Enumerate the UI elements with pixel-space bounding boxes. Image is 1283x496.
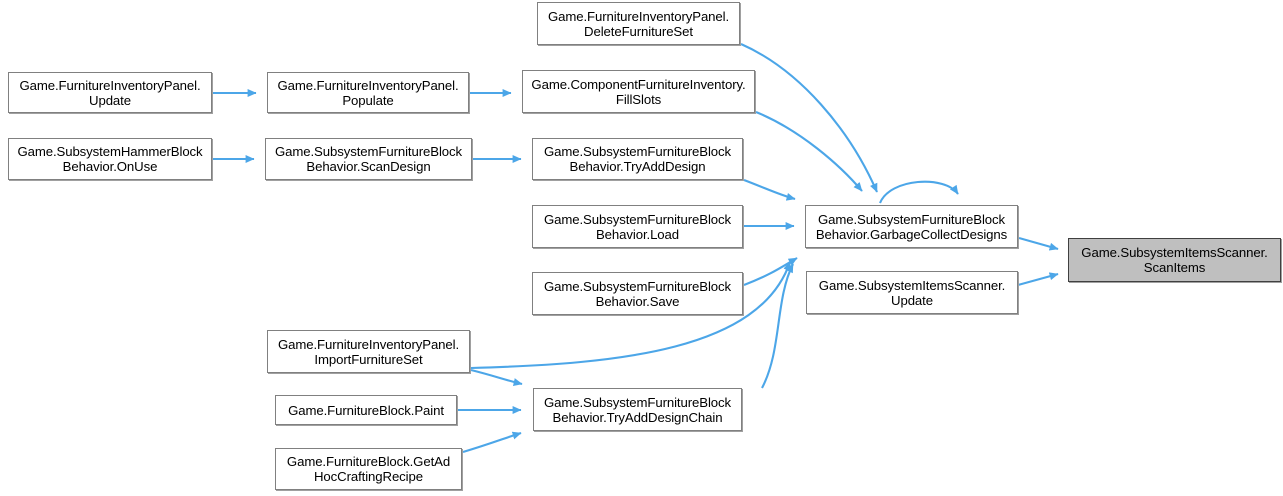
node-furniture-inventory-panel-populate[interactable]: Game.FurnitureInventoryPanel. Populate — [267, 72, 469, 113]
node-furniture-inventory-panel-update[interactable]: Game.FurnitureInventoryPanel. Update — [8, 72, 212, 113]
node-subsystem-items-scanner-update[interactable]: Game.SubsystemItemsScanner. Update — [806, 271, 1018, 314]
node-label: Game.FurnitureBlock.Paint — [288, 402, 444, 418]
node-label: Game.FurnitureInventoryPanel. DeleteFurn… — [547, 8, 730, 39]
node-label: Game.FurnitureInventoryPanel. ImportFurn… — [277, 336, 460, 367]
node-subsystem-furniture-block-behavior-tryadddesign[interactable]: Game.SubsystemFurnitureBlock Behavior.Tr… — [532, 138, 743, 180]
node-subsystem-furniture-block-behavior-save[interactable]: Game.SubsystemFurnitureBlock Behavior.Sa… — [532, 272, 743, 315]
node-label: Game.SubsystemFurnitureBlock Behavior.Tr… — [543, 144, 732, 174]
node-furniture-block-getadhoccraftingrecipe[interactable]: Game.FurnitureBlock.GetAd HocCraftingRec… — [275, 448, 462, 490]
node-label: Game.SubsystemFurnitureBlock Behavior.Ga… — [815, 211, 1008, 242]
edge-garbagecollectdesigns-to-scanitems — [1018, 236, 1059, 251]
edge-itemsscanner-update-to-scanitems — [1017, 272, 1059, 287]
edge-deletefurnitureset-to-garbagecollectdesigns — [740, 43, 878, 193]
node-subsystem-hammer-block-behavior-onuse[interactable]: Game.SubsystemHammerBlock Behavior.OnUse — [8, 138, 212, 180]
node-furniture-block-paint[interactable]: Game.FurnitureBlock.Paint — [275, 395, 457, 425]
edge-tryadddesignchain-to-garbagecollectdesigns — [761, 263, 794, 389]
node-subsystem-furniture-block-behavior-scandesign[interactable]: Game.SubsystemFurnitureBlock Behavior.Sc… — [265, 138, 472, 180]
node-furniture-inventory-panel-deletefurnitureset[interactable]: Game.FurnitureInventoryPanel. DeleteFurn… — [537, 2, 740, 45]
node-label: Game.SubsystemFurnitureBlock Behavior.Tr… — [543, 394, 732, 425]
node-furniture-inventory-panel-importfurnitureset[interactable]: Game.FurnitureInventoryPanel. ImportFurn… — [267, 330, 470, 373]
node-label: Game.FurnitureInventoryPanel. Update — [19, 77, 201, 108]
node-label: Game.FurnitureInventoryPanel. Populate — [277, 77, 459, 108]
edge-save-to-garbagecollectdesigns — [743, 257, 798, 286]
edge-fillslots-to-garbagecollectdesigns — [755, 111, 863, 192]
node-label: Game.SubsystemItemsScanner. ScanItems — [1081, 245, 1268, 275]
edge-importfurnitureset-to-tryadddesignchain — [470, 368, 523, 386]
edge-tryadddesign-to-garbagecollectdesigns — [743, 179, 796, 201]
node-component-furniture-inventory-fillslots[interactable]: Game.ComponentFurnitureInventory. FillSl… — [522, 70, 755, 113]
node-label: Game.SubsystemItemsScanner. Update — [818, 277, 1006, 308]
node-label: Game.SubsystemFurnitureBlock Behavior.Sc… — [274, 144, 463, 174]
node-label: Game.FurnitureBlock.GetAd HocCraftingRec… — [286, 454, 451, 484]
edge-garbagecollectdesigns-self-loop — [879, 180, 959, 204]
node-label: Game.SubsystemFurnitureBlock Behavior.Lo… — [543, 211, 732, 242]
node-label: Game.SubsystemFurnitureBlock Behavior.Sa… — [543, 278, 732, 309]
node-label: Game.SubsystemHammerBlock Behavior.OnUse — [17, 144, 203, 174]
node-subsystem-furniture-block-behavior-tryadddesignchain[interactable]: Game.SubsystemFurnitureBlock Behavior.Tr… — [533, 388, 742, 431]
node-subsystem-items-scanner-scanitems[interactable]: Game.SubsystemItemsScanner. ScanItems — [1068, 238, 1281, 282]
node-subsystem-furniture-block-behavior-garbagecollectdesigns[interactable]: Game.SubsystemFurnitureBlock Behavior.Ga… — [805, 205, 1018, 248]
node-subsystem-furniture-block-behavior-load[interactable]: Game.SubsystemFurnitureBlock Behavior.Lo… — [532, 205, 743, 248]
edge-getadhoccraftingrecipe-to-tryadddesignchain — [462, 431, 522, 454]
node-label: Game.ComponentFurnitureInventory. FillSl… — [531, 76, 746, 107]
